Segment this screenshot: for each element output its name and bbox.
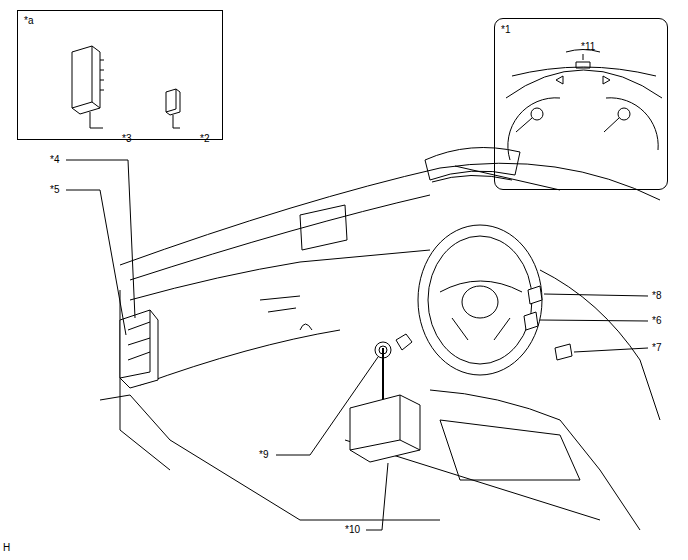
callout-number: *2 (200, 133, 209, 145)
inset-box: *a*3*2 (17, 10, 223, 140)
callout-number: *3 (122, 133, 131, 145)
leader-lines (66, 160, 648, 530)
parts (120, 286, 572, 462)
callout-number: *11 (581, 41, 595, 53)
callout-number: *8 (652, 290, 661, 302)
meter-cluster (506, 50, 662, 161)
callout-number: *10 (345, 524, 360, 536)
interior-outline (100, 148, 660, 531)
callout-number: *7 (652, 342, 661, 354)
detail-box: *1 *11 (494, 18, 668, 190)
callout-number: *9 (259, 449, 268, 461)
inset-parts (72, 46, 180, 128)
leader-line (455, 166, 560, 190)
figure-code: H (3, 542, 10, 554)
section-label: *1 (501, 24, 510, 36)
section-label: *a (24, 15, 33, 27)
callout-number: *6 (652, 315, 661, 327)
callout-number: *5 (50, 184, 59, 196)
callout-number: *4 (50, 154, 59, 166)
